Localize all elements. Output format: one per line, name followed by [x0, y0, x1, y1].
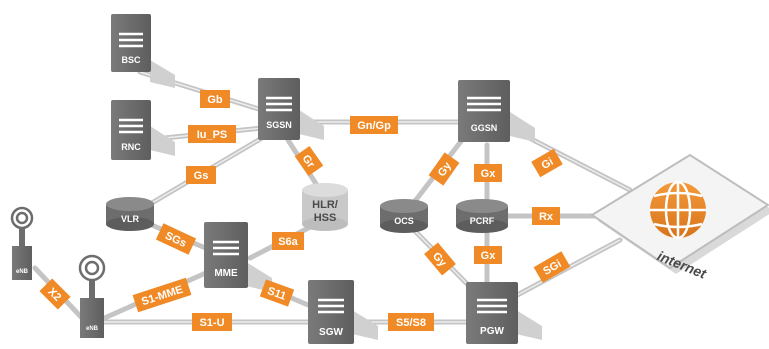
svg-text:Gn/Gp: Gn/Gp — [357, 120, 391, 132]
svg-text:Rx: Rx — [539, 211, 554, 223]
node-enb-1: eNB — [10, 206, 34, 280]
interface-gn-gp: Gn/Gp — [350, 116, 398, 134]
interface-sgi: SGi — [533, 251, 571, 283]
node-ggsn: GGSN — [458, 80, 535, 142]
node-bsc: BSC — [111, 14, 175, 88]
interface-gi: Gi — [531, 148, 563, 178]
server-icon — [266, 96, 292, 112]
svg-text:SGW: SGW — [319, 327, 343, 338]
svg-text:Gx: Gx — [481, 168, 497, 180]
server-icon — [467, 96, 501, 112]
node-pcrf: PCRF — [456, 199, 508, 233]
antenna-icon — [10, 206, 34, 230]
node-rnc: RNC — [111, 100, 175, 160]
interface-s6a: S6a — [272, 232, 304, 250]
interface-s11: S11 — [259, 279, 295, 307]
server-icon — [119, 118, 143, 134]
interface-labels: Gb Iu_PS Gn/Gp Gr Gs SGs S6a S1-MME — [39, 90, 571, 331]
svg-text:SGSN: SGSN — [266, 120, 292, 130]
svg-text:Gb: Gb — [207, 94, 223, 106]
svg-text:OCS: OCS — [394, 216, 414, 226]
svg-text:VLR: VLR — [121, 214, 140, 224]
internet-cloud: internet — [590, 153, 769, 282]
svg-text:HSS: HSS — [314, 212, 337, 224]
server-icon — [477, 298, 507, 314]
svg-text:S1-U: S1-U — [199, 317, 224, 329]
server-icon — [318, 298, 344, 314]
svg-text:MME: MME — [214, 268, 238, 279]
interface-gx-1: Gx — [474, 164, 502, 182]
interface-gy-2: Gy — [424, 242, 456, 276]
svg-text:S5/S8: S5/S8 — [396, 317, 426, 329]
svg-text:Gx: Gx — [481, 250, 497, 262]
svg-text:BSC: BSC — [121, 55, 141, 65]
node-sgw: SGW — [308, 280, 378, 344]
server-icon — [119, 32, 143, 48]
server-icon — [213, 240, 239, 256]
interface-rx: Rx — [532, 207, 560, 225]
antenna-icon — [78, 254, 106, 282]
node-pgw: PGW — [466, 282, 542, 344]
svg-text:PGW: PGW — [480, 326, 504, 337]
interface-x2: X2 — [39, 278, 71, 310]
node-ocs: OCS — [380, 199, 428, 233]
interface-sgs: SGs — [155, 223, 197, 255]
svg-text:eNB: eNB — [86, 326, 99, 332]
node-enb-2: eNB — [78, 254, 106, 338]
svg-text:Iu_PS: Iu_PS — [197, 129, 228, 141]
node-vlr: VLR — [106, 197, 154, 231]
svg-text:GGSN: GGSN — [471, 123, 498, 133]
svg-text:HLR/: HLR/ — [312, 199, 338, 211]
interface-gr: Gr — [294, 146, 324, 176]
svg-text:eNB: eNB — [16, 269, 29, 275]
node-sgsn: SGSN — [258, 78, 324, 140]
interface-gx-2: Gx — [474, 246, 502, 264]
svg-text:PCRF: PCRF — [470, 216, 495, 226]
interface-s1-mme: S1-MME — [132, 277, 192, 313]
interface-gs: Gs — [186, 166, 216, 184]
node-hlr-hss: HLR/ HSS — [302, 183, 348, 231]
svg-text:RNC: RNC — [121, 142, 141, 152]
interface-s1-u: S1-U — [192, 313, 232, 331]
svg-text:S6a: S6a — [278, 236, 298, 248]
interface-s5-s8: S5/S8 — [388, 313, 434, 331]
interface-iu-ps: Iu_PS — [188, 125, 236, 143]
globe-icon — [650, 180, 706, 240]
interface-gb: Gb — [200, 90, 230, 108]
interface-gy-1: Gy — [428, 152, 460, 186]
node-mme: MME — [204, 222, 272, 292]
svg-text:Gi: Gi — [539, 156, 555, 172]
svg-text:Gs: Gs — [194, 170, 209, 182]
